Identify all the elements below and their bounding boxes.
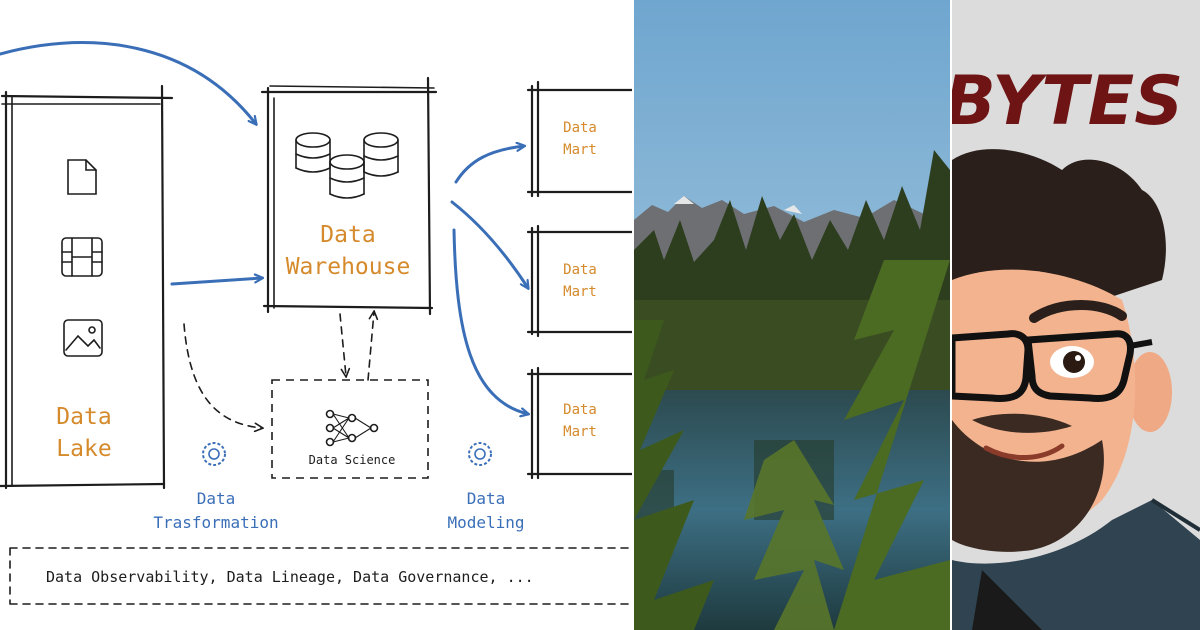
science-to-warehouse-arrow (367, 312, 374, 381)
gear-icon (468, 442, 492, 466)
data-transformation-label-line1: Data (197, 489, 236, 508)
avatar-panel: BYTES (952, 0, 1200, 630)
data-modeling-label-line2: Modeling (447, 513, 524, 532)
warehouse-to-mart-arrow (454, 146, 524, 184)
database-icon (295, 132, 399, 199)
ingest-arrow (0, 41, 256, 124)
data-mart-box (526, 224, 632, 338)
architecture-diagram-panel: Data Lake Data Warehouse (0, 41, 632, 605)
data-mart-box (526, 80, 632, 198)
data-mart-label-line2: Mart (563, 142, 597, 158)
data-mart-label-line1: Data (563, 402, 597, 418)
data-science-label: Data Science (309, 453, 396, 467)
data-warehouse-box (260, 76, 438, 316)
data-mart-label-line1: Data (563, 120, 597, 136)
data-lake-label-line2: Lake (56, 436, 111, 462)
file-icon (67, 159, 97, 195)
gear-icon (202, 442, 226, 466)
film-icon (61, 237, 103, 277)
data-warehouse-label-line1: Data (320, 222, 375, 248)
forest-lake-image (634, 0, 950, 630)
data-mart-box (526, 366, 632, 480)
data-lake-label-line1: Data (56, 404, 111, 430)
neural-network-icon (325, 409, 379, 447)
panel-divider (950, 0, 952, 630)
image-icon (63, 319, 103, 357)
forest-lake-photo (634, 0, 950, 630)
data-mart-label-line2: Mart (563, 284, 597, 300)
warehouse-to-science-arrow (339, 313, 346, 376)
data-modeling-label-line1: Data (467, 489, 506, 508)
brand-logo-text: BYTES (952, 62, 1183, 141)
data-mart-label-line2: Mart (563, 424, 597, 440)
data-warehouse-label-line2: Warehouse (286, 254, 411, 280)
panel-divider (632, 0, 634, 630)
data-transformation-label-line2: Trasformation (153, 513, 278, 532)
data-lake-box (0, 84, 174, 490)
lake-to-warehouse-arrow (170, 278, 262, 286)
footer-label: Data Observability, Data Lineage, Data G… (46, 568, 534, 586)
data-science-box (271, 379, 429, 479)
architecture-diagram: Data Lake Data Warehouse (0, 41, 632, 605)
warehouse-to-mart-arrow (450, 200, 528, 288)
footer-box (9, 547, 631, 605)
lake-to-science-arrow (183, 323, 262, 428)
data-mart-label-line1: Data (563, 262, 597, 278)
avatar: BYTES (952, 0, 1200, 630)
warehouse-to-mart-arrow (452, 228, 528, 414)
